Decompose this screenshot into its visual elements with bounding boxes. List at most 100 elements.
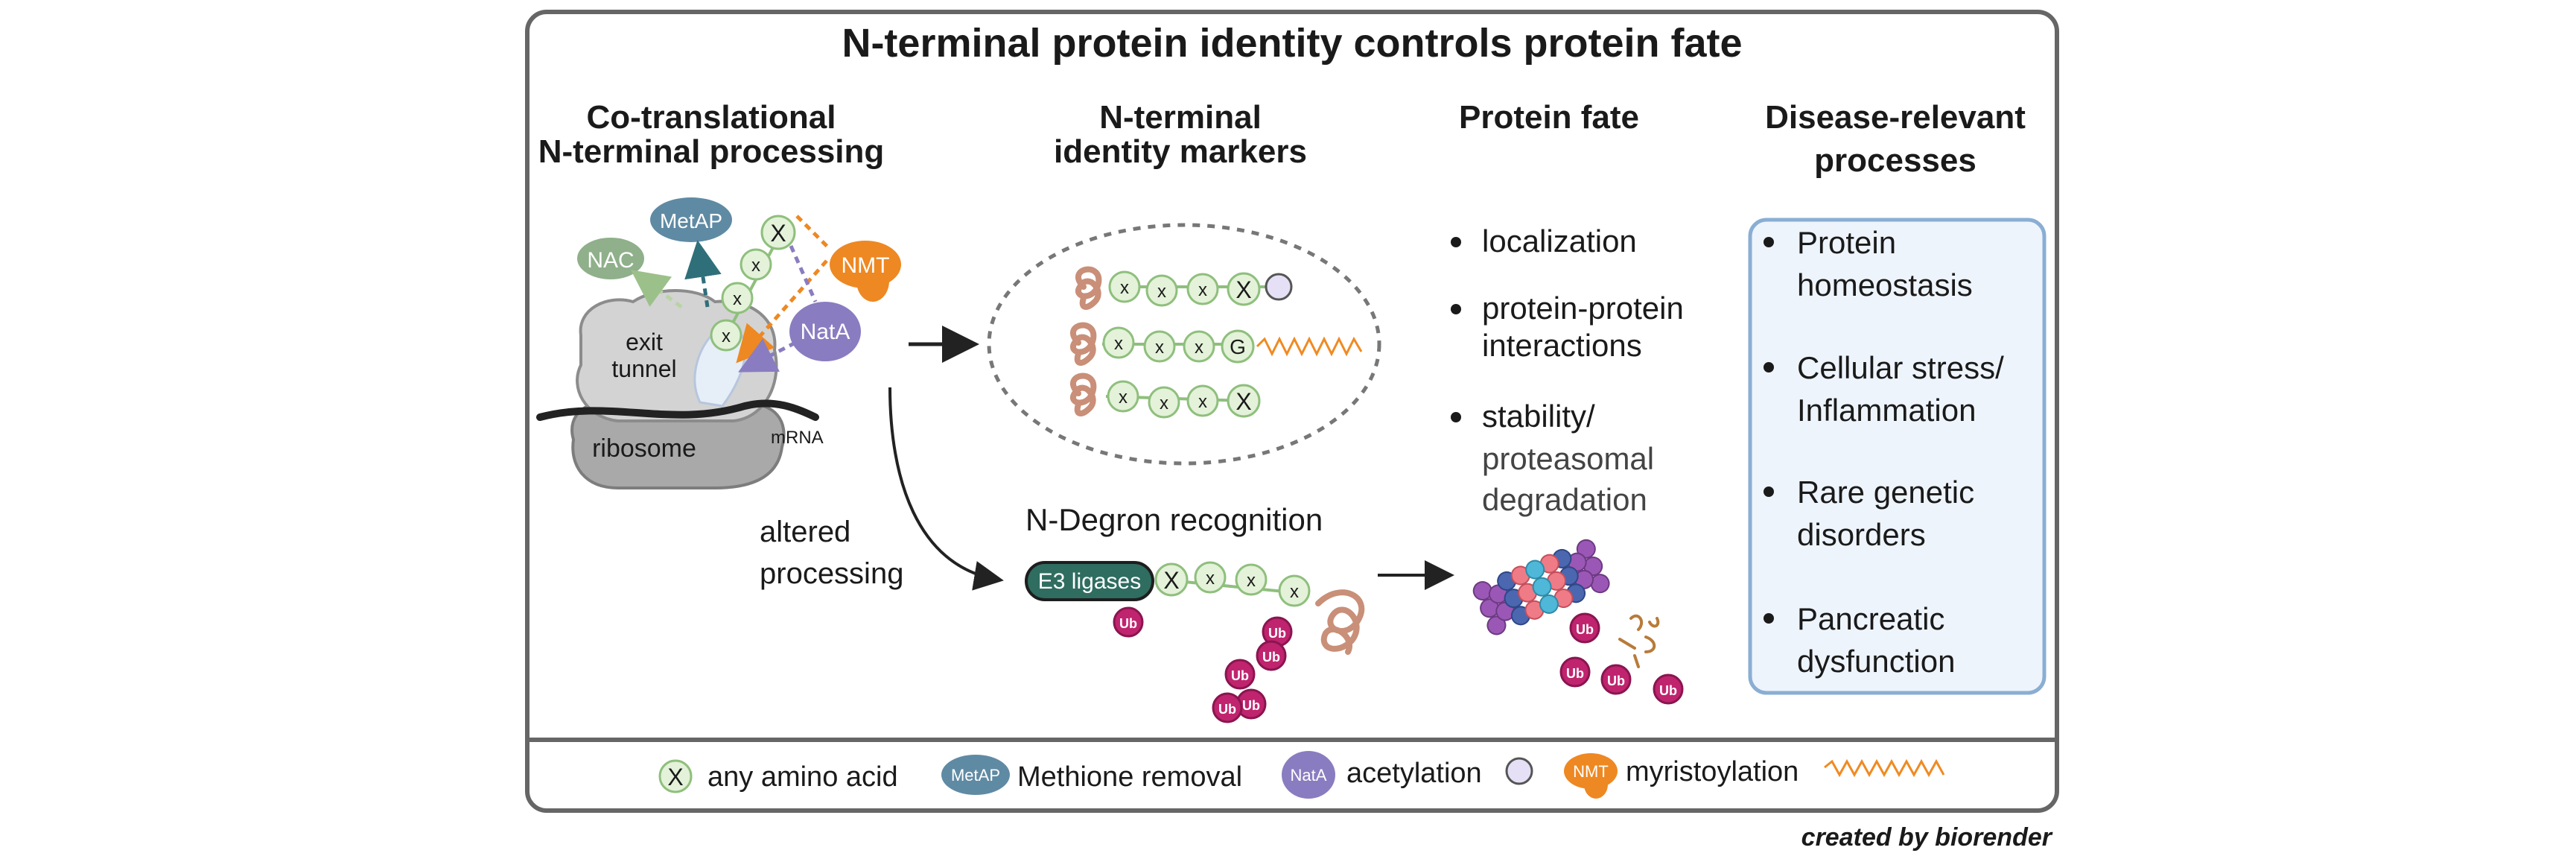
ubiquitin [1256, 640, 1287, 671]
disease-box [1748, 218, 2047, 695]
nmt-badge: NMT [830, 241, 901, 302]
acetyl-group [1265, 273, 1293, 301]
legend-metap-text: Methione removal [1017, 761, 1242, 793]
chain-bead-label: x [733, 289, 742, 309]
chain-bead-label: x [751, 256, 760, 276]
ub-label: Ub [1218, 702, 1236, 717]
disease-bullet [1764, 237, 1774, 247]
marker-row-unmodified: x x x X [1070, 373, 1261, 419]
peptide-fragments [1618, 614, 1660, 668]
fate-item-1: localization [1482, 224, 1637, 259]
bead-label: x [1160, 393, 1168, 413]
bead-label: G [1230, 335, 1246, 358]
disease-item-2-line2: Inflammation [1797, 393, 1976, 428]
nata-arrow [738, 338, 797, 373]
ub-label: Ub [1242, 698, 1260, 713]
bead-label: x [1290, 582, 1299, 602]
bead-label: X [1235, 276, 1251, 303]
ub-label: Ub [1659, 683, 1677, 698]
disease-item-3-line1: Rare genetic [1797, 475, 1974, 510]
ribosome-label: ribosome [592, 434, 696, 463]
altered-arrow [888, 387, 1004, 591]
legend-nata-badge [1282, 751, 1335, 799]
disease-bullet [1764, 613, 1774, 624]
ub-label: Ub [1231, 668, 1249, 683]
ubiquitin [1559, 656, 1591, 688]
markers-header-line1: N-terminal [1099, 99, 1262, 136]
mrna-strand [536, 399, 819, 421]
legend: X any amino acid MetAP Methione removal … [658, 751, 1945, 799]
fate-header: Protein fate [1459, 99, 1639, 136]
legend-nata-text: acetylation [1346, 758, 1482, 789]
legend-nata-label: NatA [1291, 766, 1327, 784]
nac-badge: NAC [577, 238, 644, 279]
ub-label: Ub [1268, 626, 1286, 641]
ubiquitin [1113, 606, 1144, 638]
ndegron-illustration: E3 ligases X x x x Ub Ub Ub Ub Ub Ub [1025, 561, 1365, 723]
bead-label: x [1247, 571, 1256, 591]
fate-bullet [1451, 237, 1461, 247]
markers-header-line2: identity markers [1054, 133, 1307, 170]
proteasome-illustration: Ub Ub Ub Ub [1472, 539, 1684, 705]
fate-bullet [1451, 304, 1461, 314]
metap-arrow [684, 240, 722, 308]
myristoyl-chain [1256, 336, 1363, 357]
disease-header-line2: processes [1814, 142, 1976, 179]
ubiquitin [1600, 664, 1632, 695]
bead-label: x [1114, 334, 1123, 354]
ubiquitin [1569, 612, 1600, 644]
nata-label: NatA [801, 320, 850, 344]
e3-ligase-badge [1025, 561, 1154, 601]
disease-item-3-line2: disorders [1797, 517, 1926, 552]
bead-label: x [1206, 568, 1215, 589]
bead-label: x [1155, 337, 1164, 358]
ub-label: Ub [1607, 673, 1625, 688]
altered-line2: processing [760, 557, 903, 590]
metap-label: MetAP [660, 209, 722, 232]
processing-header-line2: N-terminal processing [538, 133, 885, 170]
chain-bead-label: X [770, 220, 786, 247]
marker-row-myristoylation: x x x G [1070, 322, 1363, 366]
disease-item-1-line2: homeostasis [1797, 267, 1973, 302]
disease-item-4-line2: dysfunction [1797, 644, 1955, 679]
bead-label: x [1198, 392, 1207, 412]
chain-bead-label: x [722, 326, 731, 346]
outer-frame [525, 10, 2059, 813]
legend-myristoyl-icon [1824, 758, 1945, 778]
fate-item-3-line3: degradation [1482, 482, 1647, 517]
disease-item-2-line1: Cellular stress/ [1797, 350, 2004, 385]
exit-label-line2: tunnel [611, 355, 676, 382]
disease-bullet [1764, 486, 1774, 497]
nac-arrow [630, 270, 683, 309]
nac-label: NAC [587, 248, 634, 273]
bead-label: x [1119, 387, 1128, 408]
exit-label-line1: exit [626, 329, 663, 355]
legend-nmt-text: myristoylation [1626, 756, 1799, 787]
nata-badge: NatA [789, 302, 861, 361]
ub-label: Ub [1576, 622, 1594, 637]
ub-label: Ub [1262, 650, 1280, 665]
bead-label: x [1198, 280, 1207, 300]
fate-item-3-line2: proteasomal [1482, 441, 1654, 476]
figure-title: N-terminal protein identity controls pro… [842, 21, 1742, 66]
bead-label: x [1195, 337, 1203, 358]
legend-nmt-label: NMT [1573, 762, 1609, 781]
ubiquitin [1224, 659, 1256, 690]
disease-item-1-line1: Protein [1797, 225, 1896, 260]
legend-amino-acid-text: any amino acid [707, 761, 898, 793]
nata-arrow-upper [789, 244, 818, 303]
substrate-protein [1315, 589, 1365, 655]
ubiquitin [1653, 673, 1684, 705]
fate-item-2-line2: interactions [1482, 328, 1642, 363]
bead-label: X [1235, 388, 1251, 415]
fate-bullet [1451, 412, 1461, 422]
nmt-arrow-upper [795, 215, 832, 251]
disease-item-4-line1: Pancreatic [1797, 601, 1944, 636]
chain-bead [740, 248, 772, 281]
marker-row-acetylation: x x x X [1075, 266, 1293, 310]
bead-label: x [1120, 278, 1129, 298]
ub-label: Ub [1566, 666, 1584, 681]
ndegron-title: N-Degron recognition [1025, 502, 1323, 537]
ub-label: Ub [1119, 616, 1137, 631]
